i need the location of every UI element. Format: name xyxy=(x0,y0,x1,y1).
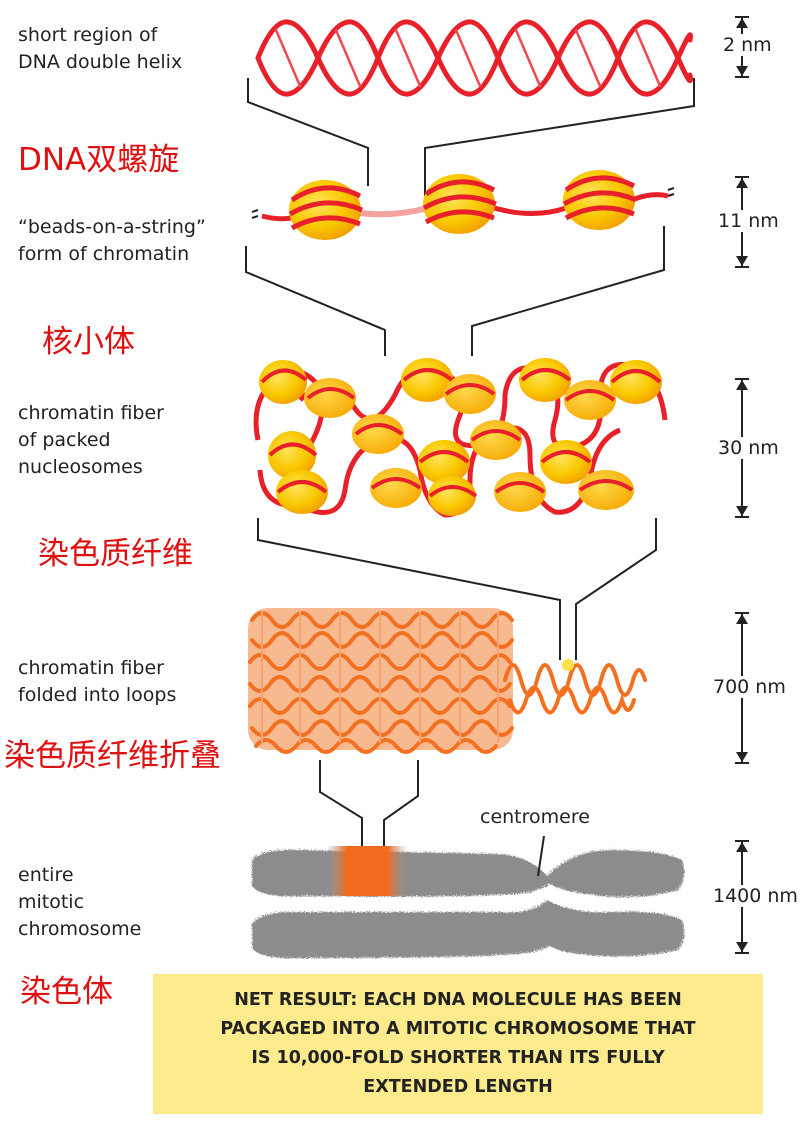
size-700nm: 700 nm xyxy=(711,676,788,698)
level-label-loops: chromatin fiber folded into loops xyxy=(18,657,177,706)
chinese-label-folded-fiber: 染色质纤维折叠 xyxy=(4,738,221,774)
zoom-lines-1 xyxy=(247,78,695,196)
chinese-label-nucleosome: 核小体 xyxy=(42,324,135,360)
zoom-lines-3 xyxy=(257,518,657,660)
nucleosome-bead xyxy=(562,170,637,230)
highlighted-region xyxy=(326,846,408,896)
30nm-chromatin-fiber xyxy=(253,358,668,518)
net-result-box: NET RESULT: EACH DNA MOLECULE HAS BEEN P… xyxy=(153,974,763,1114)
mitotic-chromosome xyxy=(250,835,683,957)
size-30nm: 30 nm xyxy=(716,437,781,459)
level-label-chromosome: entire mitotic chromosome xyxy=(18,864,142,940)
nucleosome-bead xyxy=(288,180,363,240)
dna-double-helix xyxy=(255,19,693,97)
zoom-lines-4 xyxy=(319,760,419,846)
chinese-label-chromosome: 染色体 xyxy=(20,974,113,1010)
nucleosome-bead xyxy=(422,174,497,234)
centromere-pointer xyxy=(537,835,545,877)
chinese-label-chromatin-fiber: 染色质纤维 xyxy=(38,536,193,572)
size-1400nm: 1400 nm xyxy=(711,885,800,907)
zoom-lines-2 xyxy=(245,226,665,356)
centromere-label: centromere xyxy=(480,806,590,828)
beads-on-string xyxy=(251,170,675,240)
level-label-dna-helix: short region of DNA double helix xyxy=(18,24,183,73)
size-11nm: 11 nm xyxy=(716,210,781,232)
chinese-label-dna-helix: DNA双螺旋 xyxy=(18,142,180,178)
size-2nm: 2 nm xyxy=(721,34,774,56)
net-result-text: NET RESULT: EACH DNA MOLECULE HAS BEEN P… xyxy=(220,990,696,1097)
chromatin-loops xyxy=(248,608,647,754)
level-label-30nm-fiber: chromatin fiber of packed nucleosomes xyxy=(18,402,164,478)
level-label-beads-on-string: “beads-on-a-string” form of chromatin xyxy=(18,216,206,265)
